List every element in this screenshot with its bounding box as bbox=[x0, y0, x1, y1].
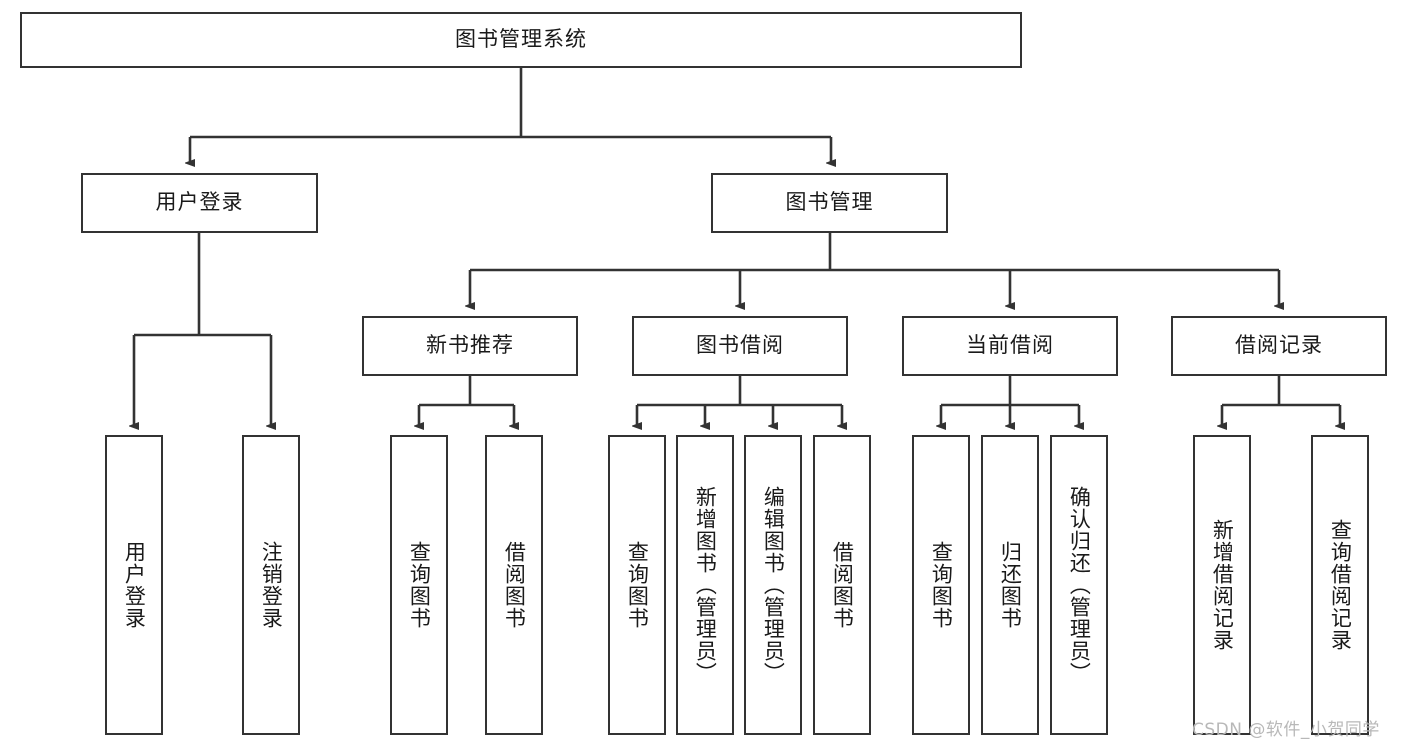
node-current-borrow[interactable]: 当前借阅 bbox=[902, 316, 1118, 376]
node-label: 新书推荐 bbox=[426, 333, 514, 358]
node-label: 图书管理 bbox=[785, 190, 874, 215]
node-label: 借阅图书 bbox=[502, 541, 527, 629]
node-label: 图书借阅 bbox=[696, 333, 784, 358]
node-label: 查询图书 bbox=[929, 541, 954, 629]
node-label: 新增图书（管理员） bbox=[693, 486, 718, 684]
leaf-user-login-logout[interactable]: 注销登录 bbox=[242, 435, 300, 735]
node-label: 新增借阅记录 bbox=[1210, 519, 1235, 651]
leaf-borrow-query-book[interactable]: 查询图书 bbox=[608, 435, 666, 735]
node-label: 借阅记录 bbox=[1235, 333, 1323, 358]
node-label: 确认归还（管理员） bbox=[1067, 486, 1092, 684]
node-book-management[interactable]: 图书管理 bbox=[711, 173, 948, 233]
node-label: 图书管理系统 bbox=[455, 27, 587, 52]
leaf-current-query-book[interactable]: 查询图书 bbox=[912, 435, 970, 735]
node-label: 当前借阅 bbox=[966, 333, 1054, 358]
leaf-current-confirm-return-admin[interactable]: 确认归还（管理员） bbox=[1050, 435, 1108, 735]
node-label: 查询图书 bbox=[407, 541, 432, 629]
node-book-borrow[interactable]: 图书借阅 bbox=[632, 316, 848, 376]
leaf-borrow-edit-book-admin[interactable]: 编辑图书（管理员） bbox=[744, 435, 802, 735]
leaf-borrow-borrow-book[interactable]: 借阅图书 bbox=[813, 435, 871, 735]
node-label: 注销登录 bbox=[259, 541, 284, 629]
leaf-borrow-add-book-admin[interactable]: 新增图书（管理员） bbox=[676, 435, 734, 735]
leaf-recommend-query-book[interactable]: 查询图书 bbox=[390, 435, 448, 735]
leaf-record-add-record[interactable]: 新增借阅记录 bbox=[1193, 435, 1251, 735]
node-label: 查询图书 bbox=[625, 541, 650, 629]
leaf-current-return-book[interactable]: 归还图书 bbox=[981, 435, 1039, 735]
node-label: 用户登录 bbox=[155, 190, 244, 215]
node-label: 编辑图书（管理员） bbox=[761, 486, 786, 684]
node-new-book-recommend[interactable]: 新书推荐 bbox=[362, 316, 578, 376]
leaf-record-query-record[interactable]: 查询借阅记录 bbox=[1311, 435, 1369, 735]
node-label: 借阅图书 bbox=[830, 541, 855, 629]
node-label: 归还图书 bbox=[998, 541, 1023, 629]
csdn-watermark: CSDN @软件_小贺同学 bbox=[1192, 720, 1380, 740]
leaf-recommend-borrow-book[interactable]: 借阅图书 bbox=[485, 435, 543, 735]
node-borrow-record[interactable]: 借阅记录 bbox=[1171, 316, 1387, 376]
node-label: 查询借阅记录 bbox=[1328, 519, 1353, 651]
node-user-login[interactable]: 用户登录 bbox=[81, 173, 318, 233]
node-label: 用户登录 bbox=[122, 541, 147, 629]
leaf-user-login-login[interactable]: 用户登录 bbox=[105, 435, 163, 735]
node-root-system[interactable]: 图书管理系统 bbox=[20, 12, 1022, 68]
